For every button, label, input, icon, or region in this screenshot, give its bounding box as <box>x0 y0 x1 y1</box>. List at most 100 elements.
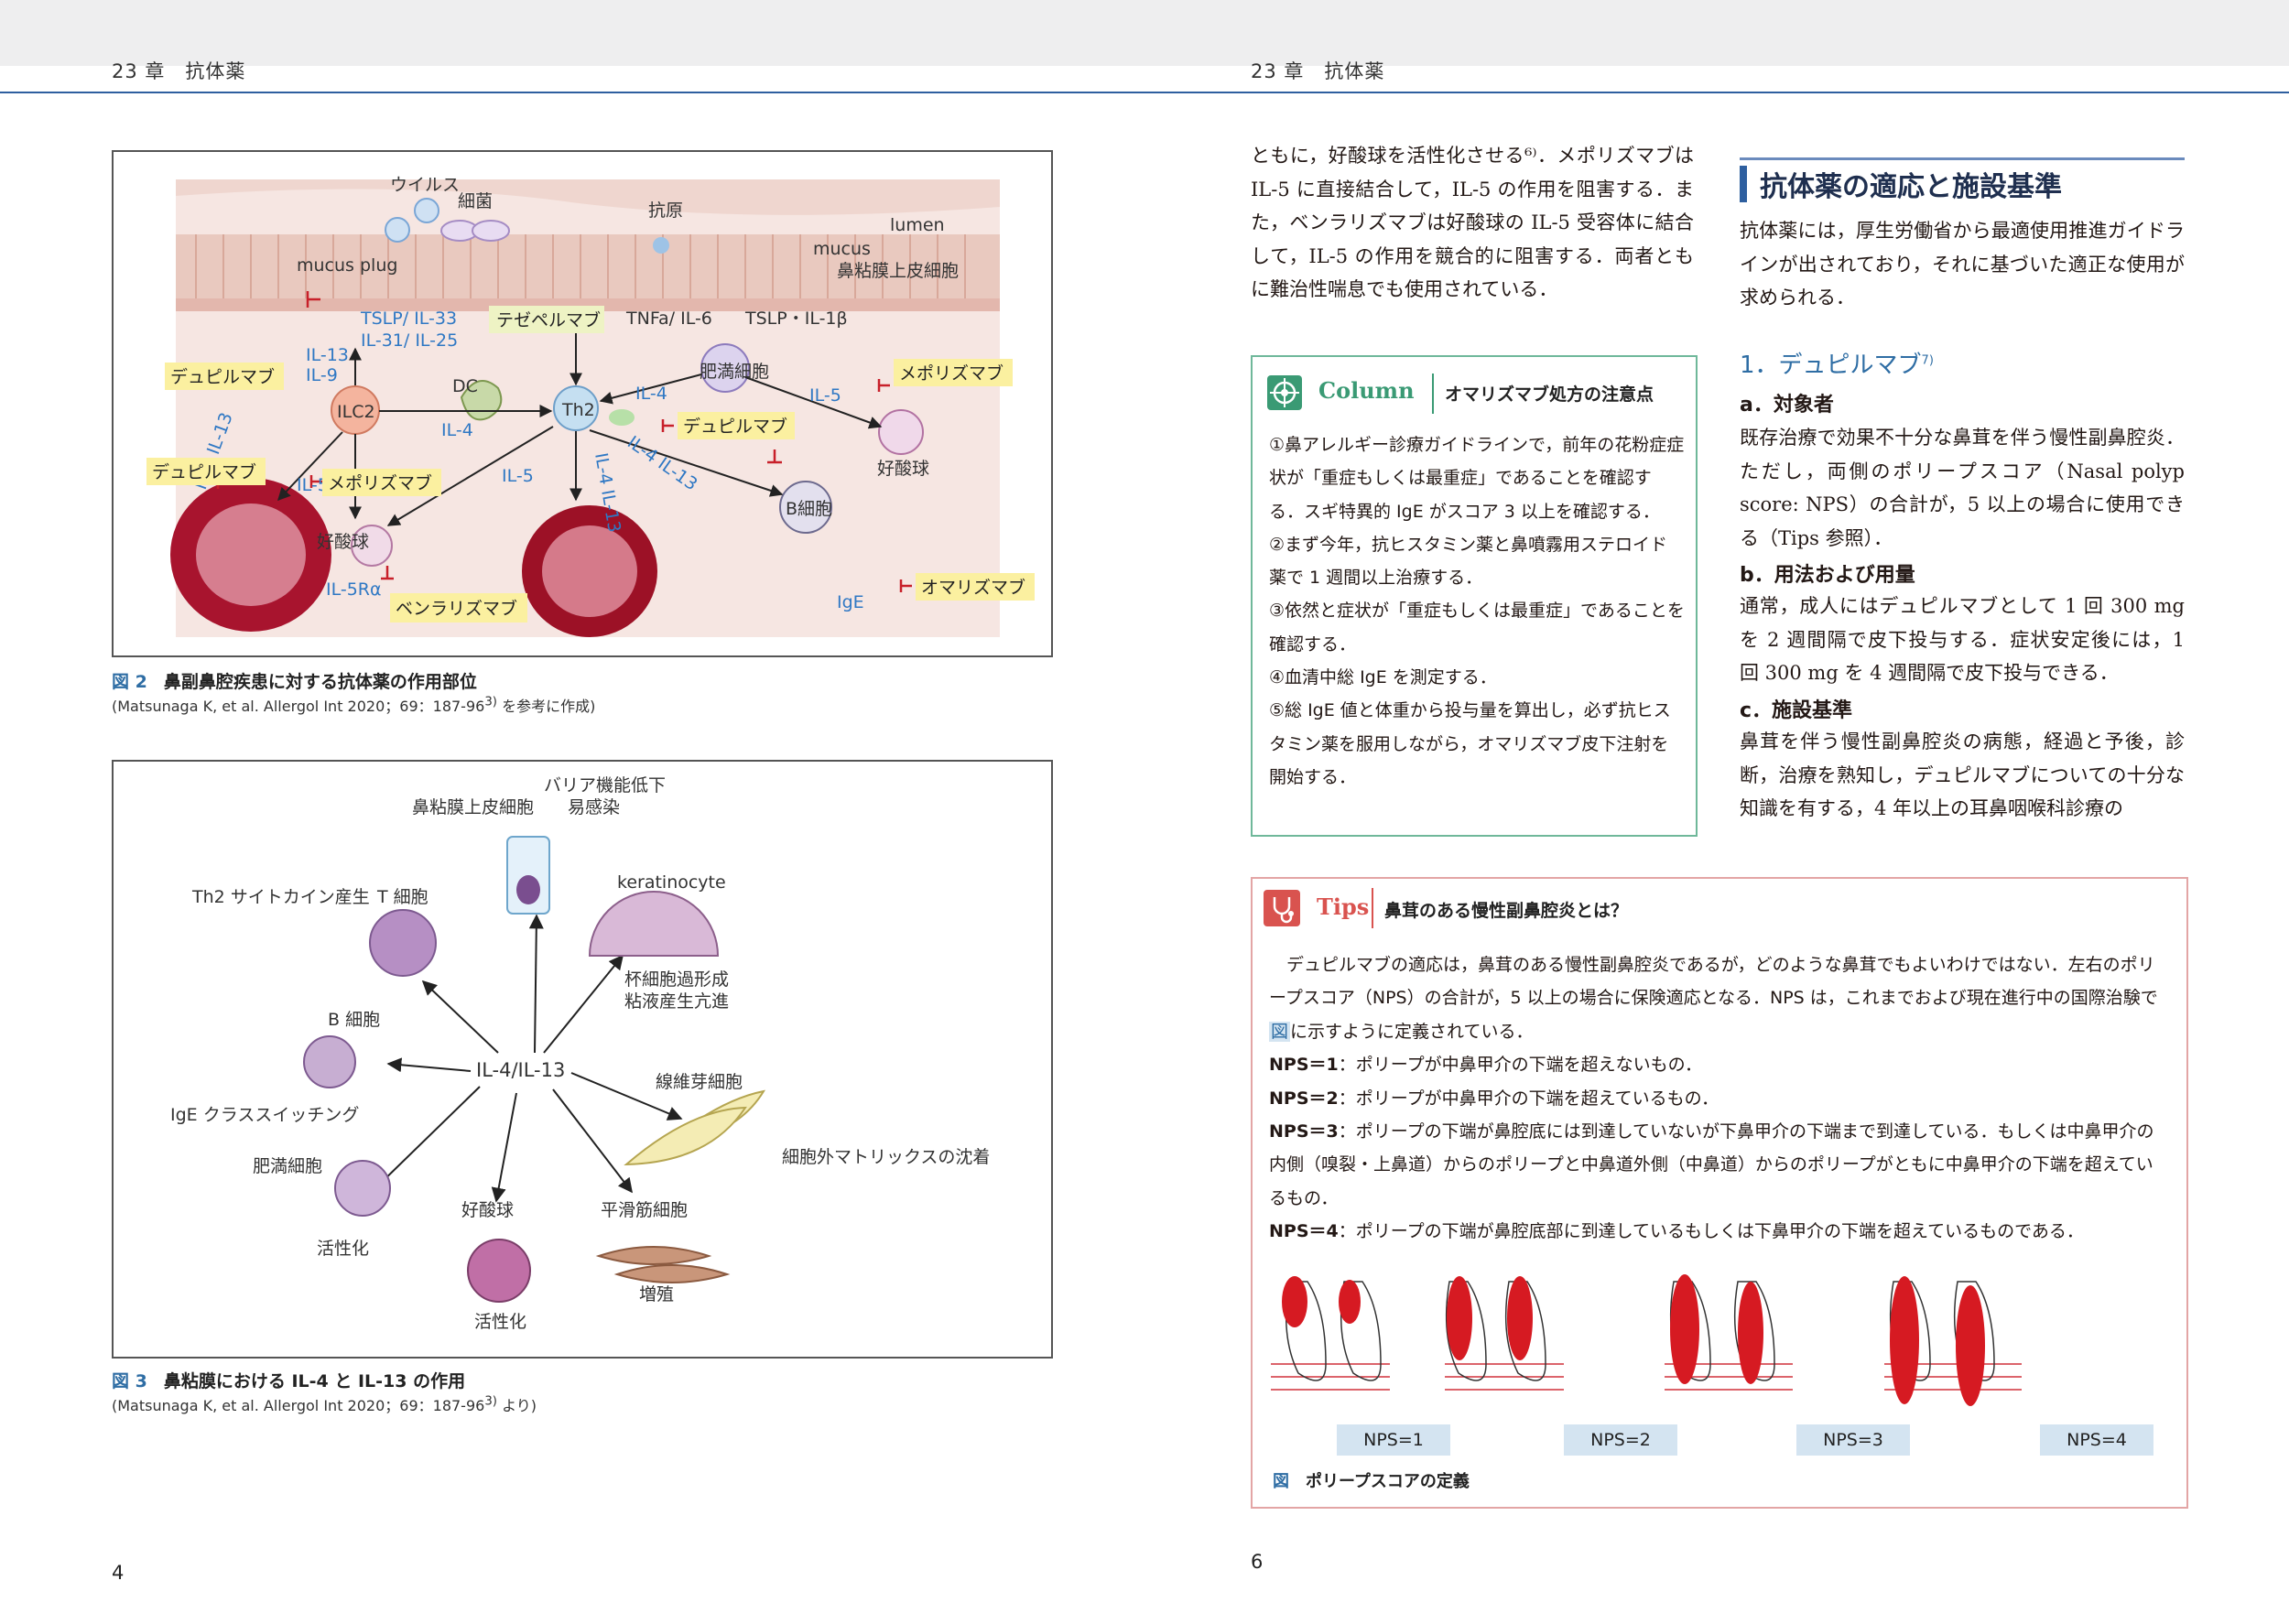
nps-item-2-text: ：ポリープが中鼻甲介の下端を超えているもの． <box>1338 1088 1719 1109</box>
subheading-dupilumab: 1．デュピルマブ7) <box>1740 346 1934 380</box>
column-item-1: ①鼻アレルギー診療ガイドラインで，前年の花粉症症状が「重症もしくは最重症」である… <box>1269 435 1685 522</box>
eosinophil-right <box>878 409 924 455</box>
label-bacteria: 細菌 <box>458 191 493 211</box>
eosinophil <box>467 1239 531 1303</box>
label-lumen: lumen <box>890 215 945 235</box>
t-cell <box>369 909 437 977</box>
label-mast-cell: 肥満細胞 <box>253 1156 322 1176</box>
label-eosinophil-left: 好酸球 <box>317 532 369 552</box>
column-item-4: ④血清中総 IgE を測定する． <box>1269 667 1497 688</box>
label-il5-left: IL-5 <box>297 475 329 495</box>
label-b-cell: B細胞 <box>786 499 832 519</box>
label-activation-mast: 活性化 <box>317 1239 369 1259</box>
label-mucus-plug: mucus plug <box>297 255 397 276</box>
label-il5ra: IL-5Rα <box>326 579 382 600</box>
th2-receptor <box>609 409 635 426</box>
paragraph-a: 既存治療で効果不十分な鼻茸を伴う慢性副鼻腔炎．ただし，両側のポリープスコア（Na… <box>1740 427 2185 549</box>
polyp-nps4 <box>1956 1285 1985 1406</box>
figure-3-illustration: IL-4/IL-13 鼻粘膜上皮細胞 バリア機能低下 易感染 Th2 サイトカイ… <box>170 775 990 1332</box>
label-tnfa-il6: TNFa/ IL-6 <box>625 309 712 329</box>
polyp-nps1 <box>1339 1280 1361 1324</box>
nps-item-1: NPS＝1：ポリープが中鼻甲介の下端を超えないもの． <box>1269 1048 2170 1081</box>
label-il4-center: IL-4 <box>441 420 473 440</box>
intro-paragraph: ともに，好酸球を活性化させる⁶⁾．メポリズマブは IL-5 に直接結合して，IL… <box>1251 145 1694 300</box>
label-il5-eos: IL-5 <box>809 385 841 406</box>
epithelial-nucleus <box>516 875 540 904</box>
label-goblet: 杯細胞過形成 <box>624 969 729 990</box>
bacterium <box>472 220 510 242</box>
th2-cell <box>553 385 599 431</box>
fibroblast <box>624 1106 747 1166</box>
label-activation-eos: 活性化 <box>474 1312 526 1332</box>
drug-dupilumab-3: デュピルマブ <box>683 416 787 437</box>
figure-2-source: (Matsunaga K, et al. Allergol Int 2020；6… <box>112 694 595 716</box>
figure-2-caption-label: 図 2 <box>112 672 147 692</box>
label-t-cell: T 細胞 <box>376 887 429 907</box>
label-il9: IL-9 <box>306 365 338 385</box>
drug-mepolizumab-1: メポリズマブ <box>328 472 432 493</box>
column-header: Column オマリズマブ処方の注意点 <box>1264 370 1685 417</box>
drug-benralizumab: ベンラリズマブ <box>396 598 517 619</box>
left-page-top-band <box>0 0 1144 66</box>
drug-dupilumab-2: デュピルマブ <box>152 461 256 482</box>
left-running-head: 23 章 抗体薬 <box>112 60 246 82</box>
label-eosinophil-right: 好酸球 <box>877 459 929 479</box>
label-tslp-il1b: TSLP・IL-1β <box>744 309 848 329</box>
section-heading-text: 抗体薬の適応と施設基準 <box>1760 171 2062 203</box>
label-keratinocyte: keratinocyte <box>617 872 726 893</box>
nps-item-1-text: ：ポリープが中鼻甲介の下端を超えないもの． <box>1338 1055 1703 1076</box>
nps-item-1-key: NPS＝1 <box>1269 1055 1339 1076</box>
polyp-nps3 <box>1738 1282 1763 1384</box>
figure-3-source-tail: より) <box>497 1397 537 1414</box>
figure-3: IL-4/IL-13 鼻粘膜上皮細胞 バリア機能低下 易感染 Th2 サイトカイ… <box>112 760 1053 1359</box>
label-tslp-il33: TSLP/ IL-33 <box>360 309 457 329</box>
tips-figure-link[interactable]: 図 <box>1269 1021 1291 1042</box>
column-item-2: ②まず今年，抗ヒスタミン薬と鼻噴霧用ステロイド薬で 1 週間以上治療する． <box>1269 534 1668 589</box>
nps-item-2: NPS＝2：ポリープが中鼻甲介の下端を超えているもの． <box>1269 1082 2170 1115</box>
nps-label-3: NPS=3 <box>1796 1424 1910 1456</box>
polyp-nps2 <box>1447 1276 1472 1360</box>
right-page-top-band <box>1144 0 2289 66</box>
tips-divider <box>1372 888 1373 928</box>
figure-3-source: (Matsunaga K, et al. Allergol Int 2020；6… <box>112 1393 537 1415</box>
stethoscope-icon <box>1264 890 1300 926</box>
left-page-number: 4 <box>112 1562 125 1584</box>
eosinophil-left <box>351 525 393 567</box>
heading-c-facility: c．施設基準 <box>1740 699 1853 722</box>
label-mucus: 粘液産生亢進 <box>624 991 729 1012</box>
heading-a-target: a．対象者 <box>1740 394 1834 417</box>
nps-label-2: NPS=2 <box>1564 1424 1677 1456</box>
column-item-5: ⑤総 IgE 値と体重から投与量を算出し，必ず抗ヒスタミン薬を服用しながら，オマ… <box>1269 700 1671 787</box>
label-th2-cytokine: Th2 サイトカイン産生 <box>191 887 370 907</box>
label-ige: IgE <box>837 592 864 612</box>
section-paragraph: 抗体薬には，厚生労働省から最適使用推進ガイドラインが出されており，それに基づいた… <box>1740 220 2185 309</box>
tips-intro: デュピルマブの適応は，鼻茸のある慢性副鼻腔炎であるが，どのような鼻茸でもよいわけ… <box>1269 948 2170 1048</box>
tips-tag: Tips <box>1317 893 1370 920</box>
label-ilc2: ILC2 <box>337 402 375 422</box>
nps-item-3-key: NPS＝3 <box>1269 1121 1339 1142</box>
label-antigen: 抗原 <box>648 200 683 221</box>
tips-intro-text-tail: に示すように定義されている． <box>1290 1021 1534 1042</box>
drug-tezepelumab: テゼペルマブ <box>496 309 601 330</box>
label-il31-il25: IL-31/ IL-25 <box>361 330 458 351</box>
dendritic-cell <box>460 380 503 421</box>
polyp-nps2 <box>1507 1276 1533 1360</box>
nps-diagram <box>1271 1274 2022 1406</box>
label-il4-il13-center: IL-4/IL-13 <box>476 1059 565 1081</box>
figure-3-source-text: (Matsunaga K, et al. Allergol Int 2020；6… <box>112 1397 485 1414</box>
figure-2-illustration: ウイルス 細菌 抗原 lumen mucus plug mucus 鼻粘膜上皮細… <box>146 175 1035 637</box>
tips-box: Tips 鼻茸のある慢性副鼻腔炎とは？ デュピルマブの適応は，鼻茸のある慢性副鼻… <box>1251 877 2188 1509</box>
virus-particle <box>385 217 410 243</box>
label-ige-switch: IgE クラススイッチング <box>170 1105 359 1125</box>
label-infection: 易感染 <box>568 797 620 817</box>
nps-item-4-text: ：ポリープの下端が鼻腔底部に到達しているもしくは下鼻甲介の下端を超えているもので… <box>1338 1221 2084 1242</box>
left-page: 23 章 抗体薬 <box>0 0 1144 1624</box>
tips-body: デュピルマブの適応は，鼻茸のある慢性副鼻腔炎であるが，どのような鼻茸でもよいわけ… <box>1269 948 2170 1249</box>
column-body: ①鼻アレルギー診療ガイドラインで，前年の花粉症症状が「重症もしくは最重症」である… <box>1269 428 1685 794</box>
right-page: 23 章 抗体薬 <box>1144 0 2289 1624</box>
tips-title: 鼻茸のある慢性副鼻腔炎とは？ <box>1384 901 1629 921</box>
mast-cell <box>334 1160 391 1217</box>
drug-dupilumab-1: デュピルマブ <box>170 366 275 387</box>
